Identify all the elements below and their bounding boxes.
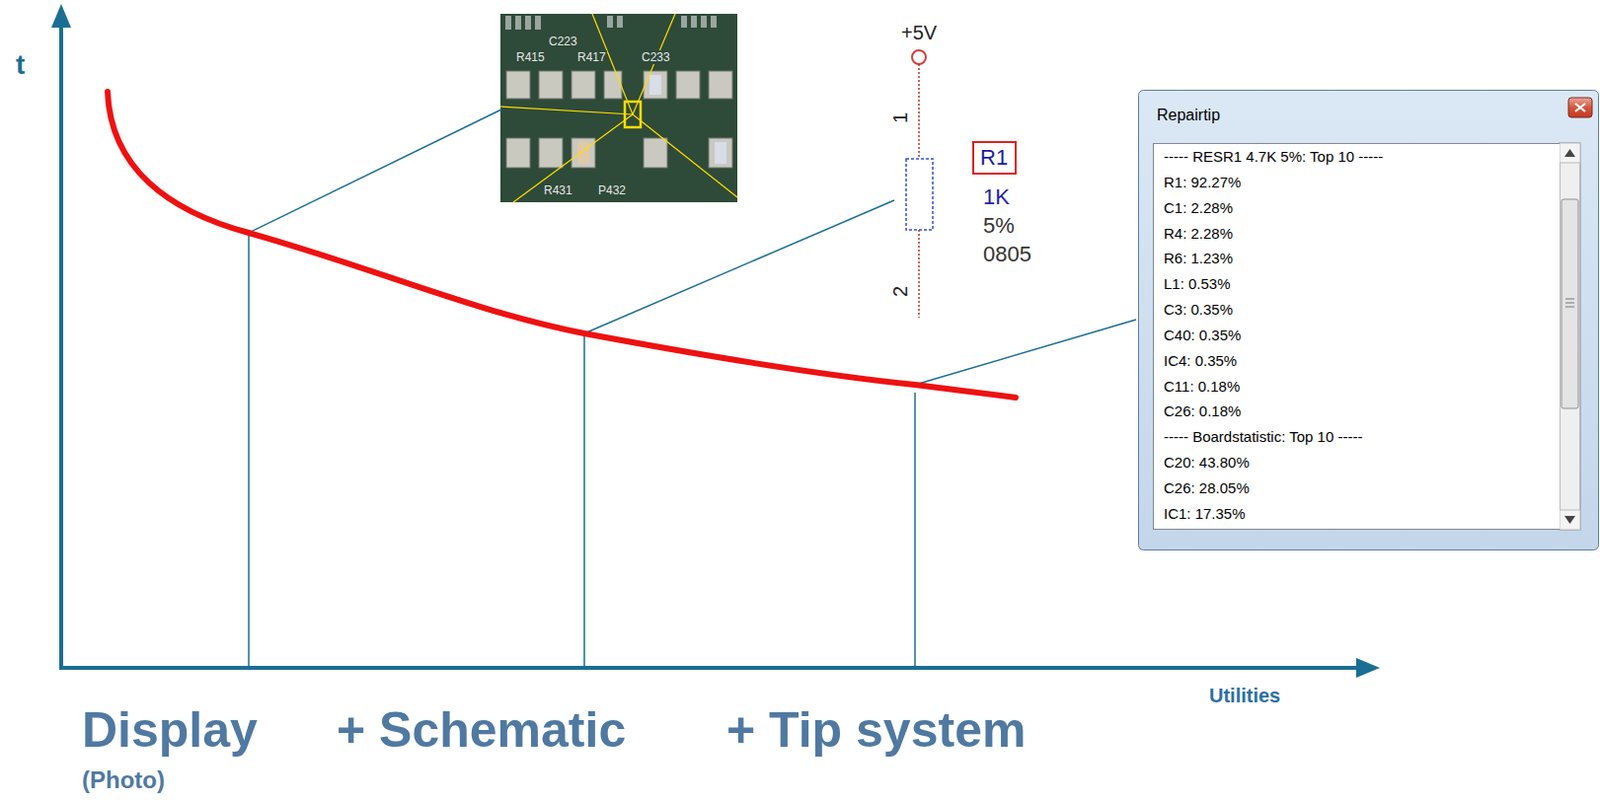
list-line: R1: 92.27% (1163, 169, 1560, 196)
stage-note: (Photo) (81, 766, 165, 795)
axis-label: t (15, 49, 25, 81)
resistor-symbol (906, 50, 933, 318)
list-line: C26: 28.05% (1163, 475, 1560, 502)
pin-number: 1 (890, 109, 914, 125)
reference-designator: R1 (977, 145, 1011, 171)
list-box: ----- RESR1 4.7K 5%: Top 10 -----R1: 92.… (1152, 143, 1560, 531)
stage-label: Display (81, 702, 258, 760)
window-title: Repairtip (1156, 104, 1220, 127)
list-line: ----- Boardstatistic: Top 10 ----- (1163, 424, 1560, 451)
pcb-silkscreen: R417 (576, 50, 608, 65)
pcb-photo (500, 13, 738, 203)
time-curve (107, 91, 1016, 398)
list-line: IC1: 17.35% (1163, 501, 1560, 528)
list-line: IC4: 0.35% (1163, 348, 1560, 375)
list-line: C1: 2.28% (1163, 195, 1560, 222)
list-line: C26: 0.18% (1163, 398, 1560, 425)
app-window: Repairtip ----- RESR1 4.7K 5%: Top 10 ---… (1138, 89, 1600, 551)
stage-label: + Schematic (336, 702, 626, 760)
pcb-silkscreen: R415 (515, 50, 546, 65)
list-line: R4: 2.28% (1163, 221, 1560, 247)
scrollbar (1559, 143, 1581, 531)
pcb-silkscreen: R431 (542, 183, 574, 198)
stage-label: + Tip system (726, 702, 1026, 760)
list-line: R6: 1.23% (1163, 245, 1560, 272)
window-frame (1139, 90, 1600, 551)
supply-label: +5V (901, 21, 937, 45)
pcb-silkscreen: P432 (597, 183, 627, 198)
component-tolerance: 5% (983, 213, 1015, 238)
list-line: C20: 43.80% (1163, 450, 1560, 476)
reference-box: R1 (972, 141, 1017, 175)
list-line: ----- RESR1 4.7K 5%: Top 10 ----- (1163, 144, 1560, 170)
pcb-silkscreen: C233 (640, 50, 672, 65)
list-line: C3: 0.35% (1163, 297, 1560, 323)
list-line: L1: 0.53% (1163, 271, 1560, 298)
pin-number: 2 (890, 283, 914, 299)
list-line: C40: 0.35% (1163, 322, 1560, 349)
component-value: 1K (983, 184, 1010, 210)
leader-lines (248, 109, 1137, 669)
pcb-silkscreen: C223 (547, 34, 579, 49)
axis-label: Utilities (1209, 685, 1281, 708)
list-line: C11: 0.18% (1163, 374, 1560, 400)
component-package: 0805 (983, 241, 1032, 267)
